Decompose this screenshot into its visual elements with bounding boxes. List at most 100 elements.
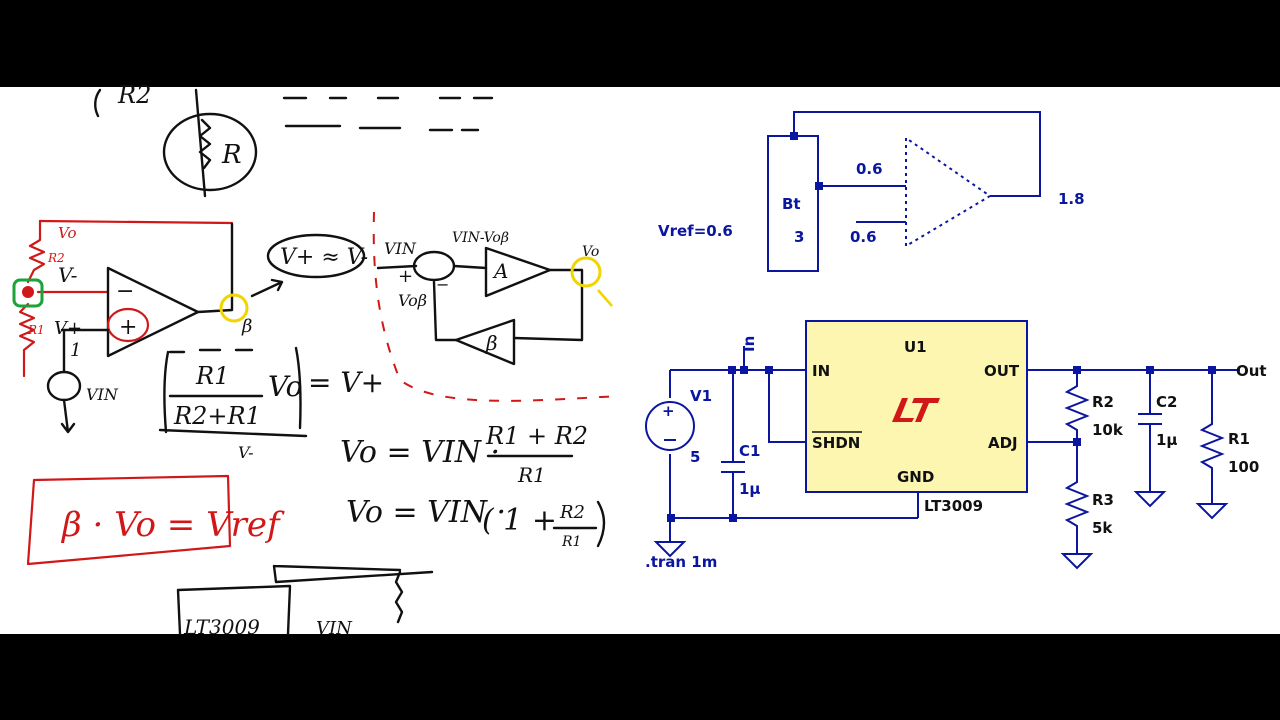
amp-a-label: A bbox=[492, 259, 508, 283]
block-output-wire bbox=[512, 268, 584, 342]
yellow-arrow bbox=[597, 289, 613, 307]
c1-capacitor[interactable] bbox=[721, 461, 745, 473]
bubble bbox=[266, 233, 366, 279]
bt-top-pin[interactable] bbox=[790, 132, 798, 140]
r1-zigzag bbox=[18, 302, 36, 378]
eq2-paren: ( 1 + bbox=[482, 503, 557, 538]
pin-adj-label: ADJ bbox=[988, 434, 1018, 452]
feedback-return bbox=[432, 280, 458, 342]
ground-symbol-r1 bbox=[1195, 503, 1229, 520]
gnd-node[interactable] bbox=[667, 514, 675, 522]
fraction-under-label: V- bbox=[238, 443, 254, 462]
c1-bottom-node[interactable] bbox=[729, 514, 737, 522]
top-circle-r-label: R bbox=[221, 140, 242, 170]
eq2-close-paren bbox=[596, 500, 606, 548]
v1-source[interactable] bbox=[645, 401, 695, 451]
bottom-vin: VIN bbox=[316, 618, 353, 639]
opamp-output-wire bbox=[196, 222, 234, 314]
pin-shdn-label: SHDN bbox=[812, 434, 860, 452]
bubble-equation: V+ ≈ V- bbox=[280, 245, 368, 270]
ic-part: LT3009 bbox=[924, 497, 983, 515]
drawing-area bbox=[0, 87, 1280, 634]
block-vin: VIN bbox=[384, 239, 417, 258]
c2-capacitor[interactable] bbox=[1138, 413, 1162, 425]
bottom-zigzag bbox=[394, 570, 404, 624]
bottom-chip-box bbox=[176, 584, 292, 636]
block-output-highlight bbox=[570, 256, 602, 288]
top-bracket-stroke bbox=[94, 88, 102, 118]
block-minus: − bbox=[436, 275, 449, 294]
fraction-equals-vplus: = V+ bbox=[308, 366, 384, 399]
block-vo: Vo bbox=[582, 244, 599, 260]
one-label: 1 bbox=[70, 340, 81, 361]
in-node[interactable] bbox=[740, 366, 748, 374]
plus-sign: + bbox=[119, 315, 137, 340]
top-zigzag bbox=[198, 118, 212, 170]
r2-resistor[interactable] bbox=[1064, 370, 1090, 442]
out-net-label: Out bbox=[1236, 362, 1267, 380]
amp-output-value: 1.8 bbox=[1058, 190, 1085, 208]
eq1-denominator: R1 bbox=[517, 463, 546, 487]
bt-schematic: Bt 3 0.6 0.6 1.8 Vref=0.6 bbox=[658, 111, 1085, 272]
pin-gnd-label: GND bbox=[897, 468, 934, 486]
eq1-lhs: Vo = VIN · bbox=[340, 435, 500, 470]
r1-name: R1 bbox=[1228, 430, 1250, 448]
pin-out-label: OUT bbox=[984, 362, 1020, 380]
lt-logo-icon bbox=[892, 398, 940, 422]
vo-label: Vo bbox=[58, 224, 77, 242]
vplus-label: V+ bbox=[54, 318, 82, 339]
fraction-denominator: R2+R1 bbox=[173, 402, 261, 430]
r1-value: 100 bbox=[1228, 458, 1259, 476]
eq1-numerator: R1 + R2 bbox=[485, 422, 588, 450]
r2-label: R2 bbox=[47, 251, 65, 265]
u1-ic[interactable] bbox=[805, 320, 1028, 493]
amp-a-triangle bbox=[484, 246, 552, 298]
r1-resistor[interactable] bbox=[1199, 370, 1225, 504]
output-arrow bbox=[250, 278, 284, 298]
tran-directive[interactable]: .tran 1m bbox=[645, 553, 717, 571]
ground-symbol-c2 bbox=[1133, 491, 1167, 508]
v1-plus: + bbox=[662, 402, 675, 420]
top-dashes-2 bbox=[284, 124, 480, 132]
v1-name: V1 bbox=[690, 387, 712, 405]
ground-symbol-r3 bbox=[1060, 553, 1094, 570]
c2-value: 1µ bbox=[1156, 431, 1177, 449]
eq2-lhs: Vo = VIN · bbox=[346, 495, 506, 530]
top-r2-label: R2 bbox=[117, 81, 151, 109]
eq2-numerator: R2 bbox=[559, 502, 585, 523]
c1-name: C1 bbox=[739, 442, 760, 460]
handwritten-notes: R2 R Vo R2 R1 V- V+ − + 1 VIN β bbox=[12, 81, 621, 639]
red-node-dot bbox=[22, 286, 34, 298]
r1-label: R1 bbox=[27, 323, 45, 337]
fraction-vo: Vo bbox=[268, 370, 303, 403]
top-resistor-circle bbox=[162, 112, 258, 192]
bt-label: Bt bbox=[782, 195, 801, 213]
r3-value: 5k bbox=[1092, 519, 1113, 537]
eq2-denominator: R1 bbox=[561, 534, 581, 550]
feedback-wire-red bbox=[38, 219, 234, 225]
vminus-label: V- bbox=[58, 263, 78, 287]
v1-value: 5 bbox=[690, 448, 700, 466]
in-net-label: In bbox=[740, 336, 758, 352]
bt-value: 3 bbox=[794, 228, 804, 246]
output-highlight bbox=[219, 293, 249, 323]
r3-resistor[interactable] bbox=[1064, 442, 1090, 554]
beta-triangle bbox=[454, 318, 516, 366]
block-vob: Voβ bbox=[398, 291, 427, 310]
vin-label: VIN bbox=[86, 385, 119, 404]
bt-side-pin[interactable] bbox=[815, 182, 823, 190]
c1-value: 1µ bbox=[739, 480, 760, 498]
bottom-wire bbox=[272, 564, 434, 584]
amplifier-triangle[interactable] bbox=[905, 136, 992, 248]
red-box-equation: β · Vo = Vref bbox=[60, 505, 285, 545]
u1-ref: U1 bbox=[904, 338, 927, 356]
shdn-wire bbox=[768, 370, 808, 443]
vref-label: Vref=0.6 bbox=[658, 222, 733, 240]
amp-input-top-value: 0.6 bbox=[856, 160, 883, 178]
amp-input-bottom-value: 0.6 bbox=[850, 228, 877, 246]
fraction-numerator: R1 bbox=[195, 362, 229, 390]
regulator-schematic: + V1 5 .tran 1m In C1 1µ U1 IN SHDN OUT … bbox=[645, 320, 1267, 571]
r2-zigzag bbox=[26, 219, 46, 284]
